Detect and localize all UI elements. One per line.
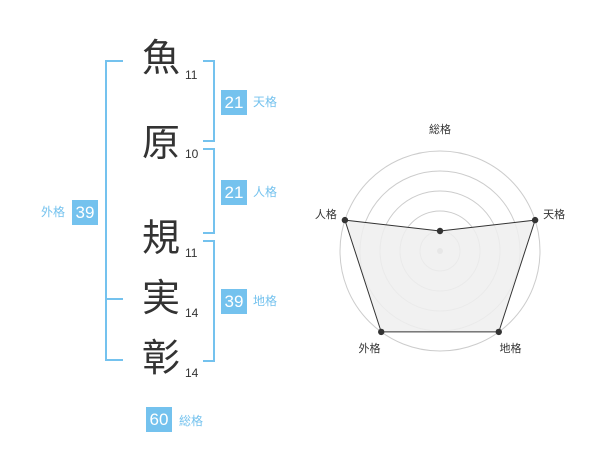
radar-point-4 [378, 328, 385, 336]
radar-series-polygon [344, 219, 536, 333]
tenkaku-label: 天格 [253, 95, 278, 109]
jinkaku-bracket [203, 148, 215, 234]
name-char-3: 規 [141, 216, 180, 260]
tenkaku-value: 21 [221, 90, 247, 115]
chikaku-value: 39 [221, 289, 247, 314]
name-char-2: 原 [141, 121, 180, 165]
stroke-count-5: 14 [185, 366, 199, 380]
name-char-5: 彰 [141, 336, 180, 380]
radar-point-2 [531, 216, 539, 224]
radar-axis-label-4: 外格 [358, 341, 380, 355]
soukaku-value: 60 [146, 407, 172, 432]
gaikaku-value: 39 [72, 200, 98, 225]
radar-point-3 [495, 328, 502, 336]
radar-axis-label-1: 総格 [429, 122, 451, 136]
stroke-count-4: 14 [185, 306, 199, 320]
name-char-1: 魚 [141, 36, 180, 80]
stroke-count-2: 10 [185, 147, 199, 161]
radar-point-1 [436, 227, 444, 235]
gaikaku-bracket-divider [105, 298, 123, 300]
radar-axis-label-2: 天格 [543, 207, 565, 221]
chikaku-bracket [203, 240, 215, 362]
stroke-count-1: 11 [185, 68, 198, 82]
jinkaku-value: 21 [221, 180, 247, 205]
chikaku-label: 地格 [253, 294, 278, 308]
stroke-count-3: 11 [185, 246, 198, 260]
soukaku-label: 総格 [179, 414, 204, 428]
name-char-4: 実 [141, 276, 180, 320]
tenkaku-bracket [203, 60, 215, 142]
radar-axis-label-3: 地格 [500, 341, 522, 355]
radar-axis-label-5: 人格 [315, 207, 337, 221]
gaikaku-label: 外格 [41, 205, 66, 219]
radar-point-5 [341, 216, 349, 224]
radar-grid-ring [339, 150, 541, 352]
gaikaku-bracket [105, 60, 123, 361]
jinkaku-label: 人格 [253, 185, 278, 199]
